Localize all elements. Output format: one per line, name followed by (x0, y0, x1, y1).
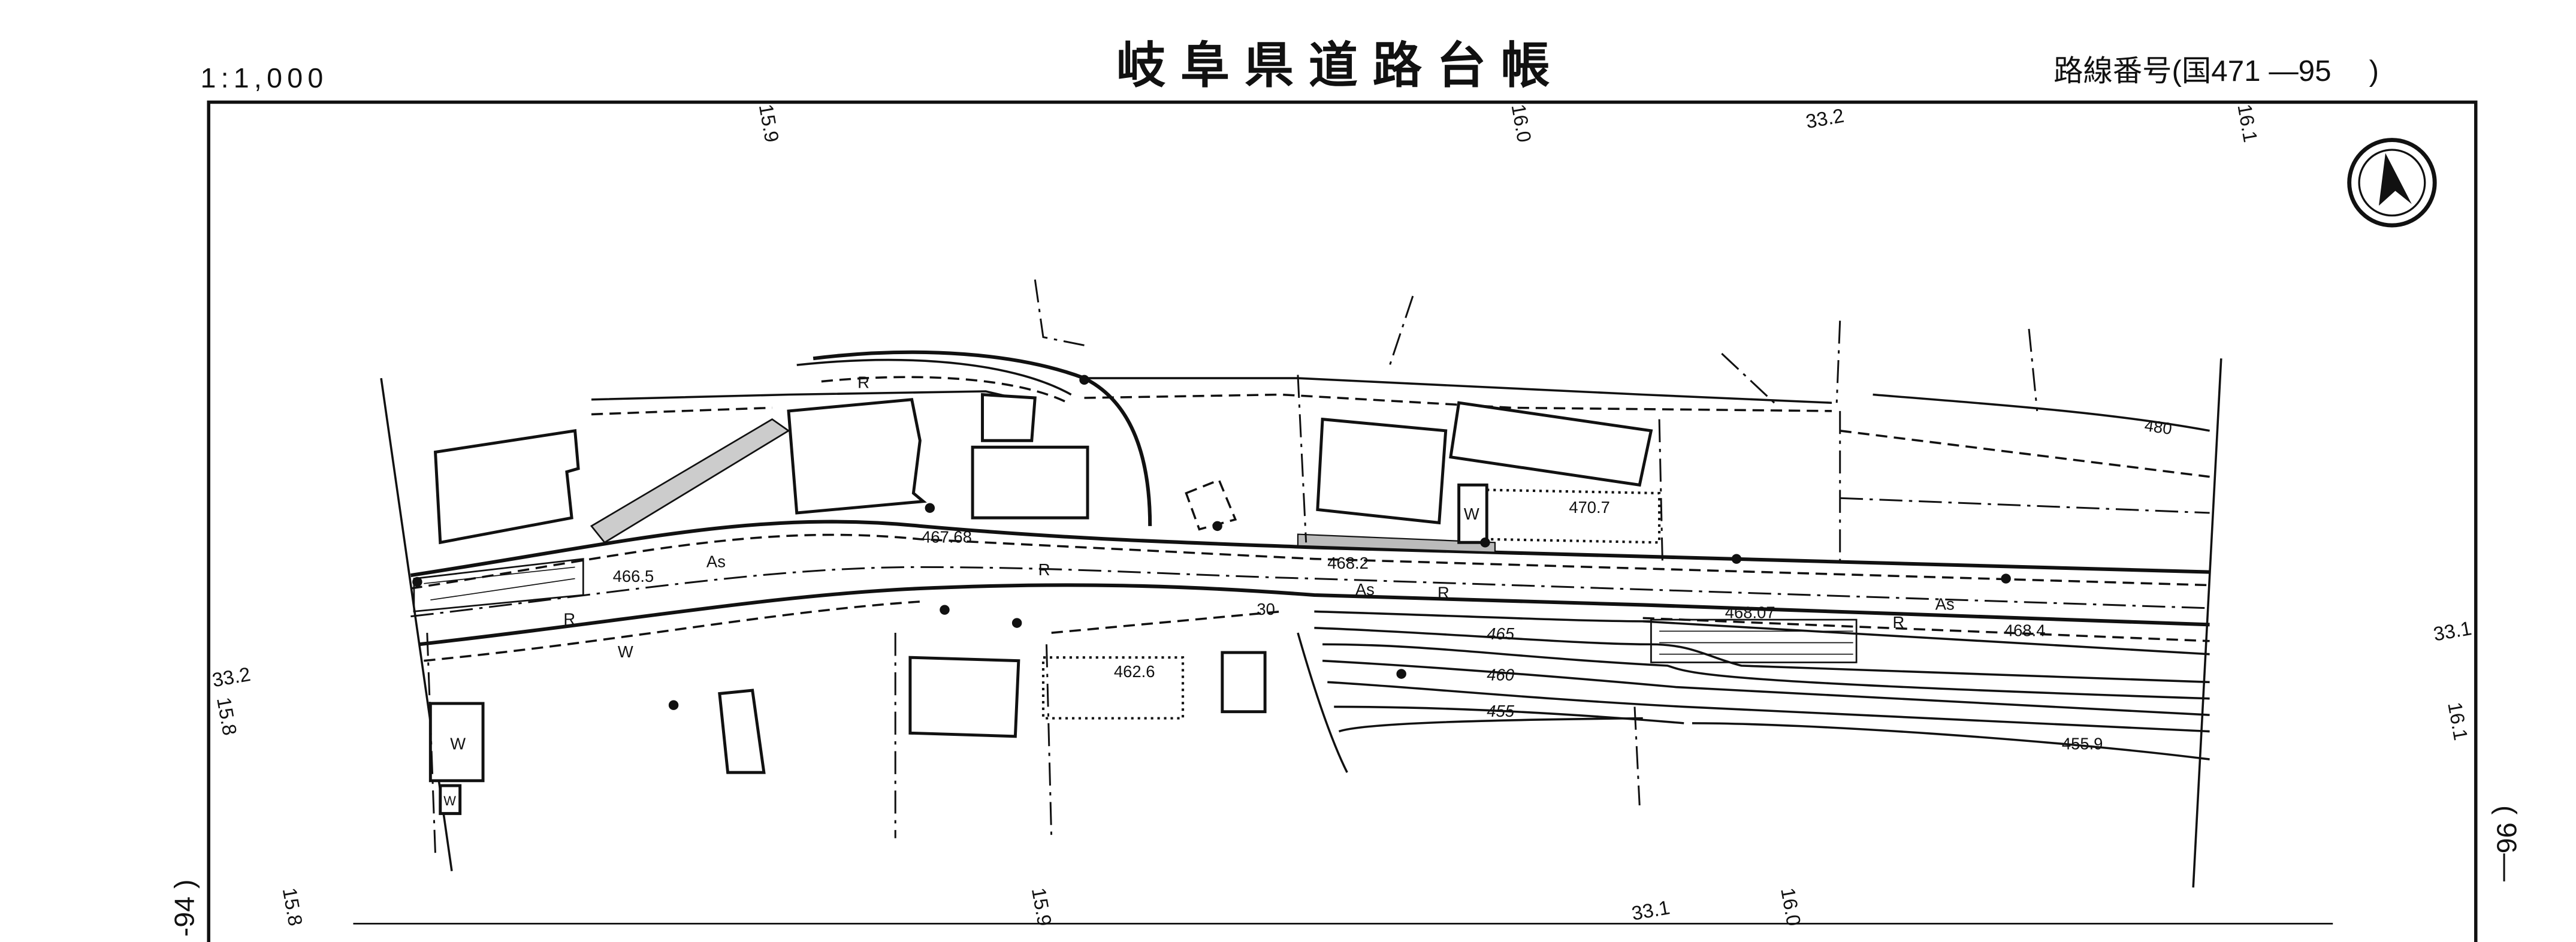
elevation-label: 455.9 (2062, 735, 2103, 753)
road-label: R (857, 373, 869, 392)
road-label: R (1892, 613, 1904, 632)
grid-label: 33.2 (1804, 104, 1846, 133)
elevation-label: 467.68 (922, 527, 972, 546)
elevation-label: 462.6 (1114, 662, 1155, 681)
grid-label: 33.1 (1630, 896, 1671, 925)
map-frame (207, 100, 2478, 942)
road-label: R (563, 609, 575, 628)
road-label: R (1038, 560, 1050, 579)
route-number: 路線番号(国471 —95 ) (2053, 55, 2379, 87)
elevation-label: 468.07 (1725, 603, 1775, 621)
water-label: W (1464, 505, 1479, 523)
grid-label: 33.1 (2432, 617, 2473, 645)
contour-lines (1297, 610, 2210, 773)
road-national-471 (410, 520, 2210, 662)
water-label: W (618, 642, 633, 661)
page-title: 岐阜県道路台帳 (1116, 39, 1565, 93)
asphalt-label: As (1355, 580, 1375, 599)
elevation-label: 30 (1257, 600, 1275, 618)
water-label: W (450, 735, 466, 753)
grid-label: 15.9 (755, 102, 784, 144)
buildings (428, 393, 1661, 816)
grid-label: 15.8 (213, 696, 241, 737)
north-arrow-icon (2347, 138, 2437, 228)
grid-label: 16.1 (2233, 102, 2262, 144)
grid-label: 33.2 (210, 663, 252, 692)
elevation-label: 460 (1487, 666, 1514, 684)
elevation-label: 480 (2143, 416, 2173, 438)
grid-label: 15.8 (279, 886, 307, 928)
asphalt-label: As (706, 552, 726, 570)
elevation-label: 455 (1487, 702, 1514, 720)
grid-label: 16.0 (1777, 886, 1805, 928)
elevation-label: 466.5 (613, 567, 654, 585)
grid-label: 15.9 (1028, 886, 1056, 928)
prev-sheet-link[interactable]: -94 ) (169, 879, 200, 937)
elevation-label: 468.4 (2004, 621, 2046, 640)
water-label: W (443, 793, 456, 808)
elevation-label: 470.7 (1569, 498, 1610, 517)
grid-label: 16.0 (1507, 102, 1536, 144)
grid-label: 16.1 (2444, 701, 2472, 742)
scale-label: 1:1,000 (200, 62, 328, 93)
elevation-label: 468.2 (1327, 554, 1369, 572)
manholes (412, 375, 2011, 710)
road-label: R (1438, 583, 1449, 602)
next-sheet-link[interactable]: ( 96— (2491, 805, 2522, 881)
asphalt-label: As (1935, 595, 1955, 614)
elevation-label: 465 (1487, 624, 1514, 643)
